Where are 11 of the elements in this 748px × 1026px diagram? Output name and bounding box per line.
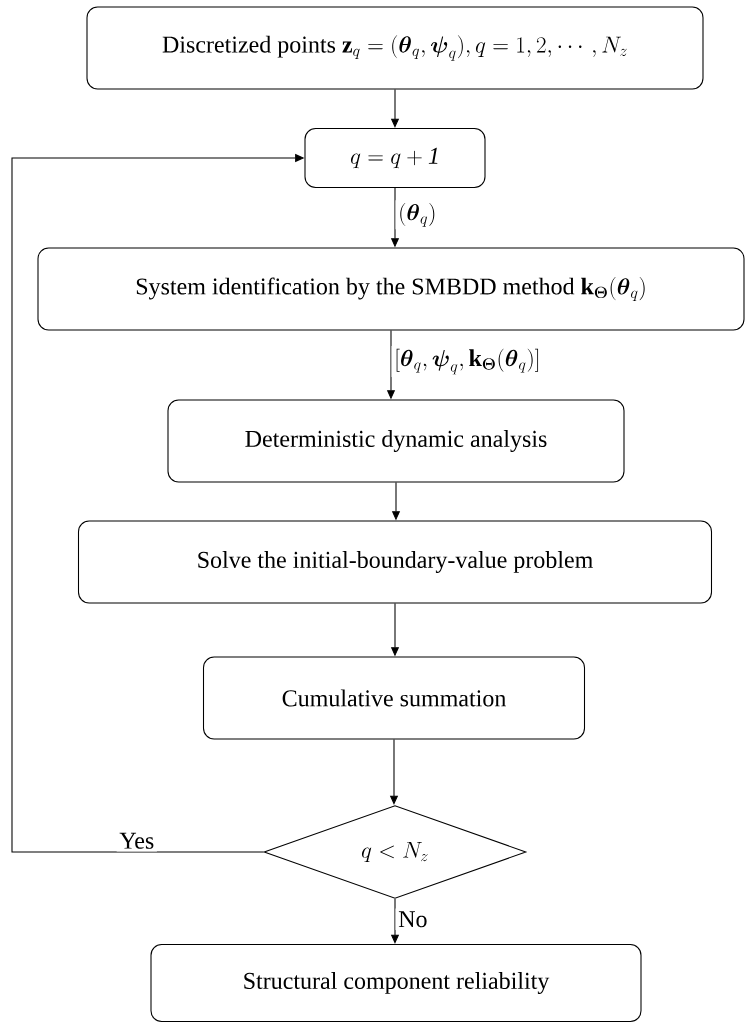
edge-label: Yes bbox=[119, 832, 154, 849]
edge-label: $[\boldsymbol{\theta}_q,\boldsymbol{\psi}_q,\mathbf{k}_{\boldsymbol{\Theta}}(\boldsymbol{\theta}_q)]$ bbox=[396, 348, 539, 375]
process-box: System identification by the SMBDD method $\mathbf{k}_{\boldsymbol{\Theta}}(\boldsymbol{\theta}_q)$ bbox=[37, 247, 745, 331]
edge-label: No bbox=[398, 911, 427, 928]
process-box: Cumulative summation bbox=[202, 656, 586, 740]
process-box: Discretized points $\mathbf{z}_q=(\boldsymbol{\theta}_q,\boldsymbol{\psi}_q), q=1,2,\cdots,N_z$ bbox=[86, 6, 704, 90]
process-box: Deterministic dynamic analysis bbox=[167, 399, 625, 483]
process-box: $q = q + \mathit{1}$ bbox=[304, 127, 486, 189]
edge-label: $(\boldsymbol{\theta}_q)$ bbox=[400, 202, 435, 227]
process-box: Structural component reliability bbox=[150, 943, 642, 1023]
process-box: Solve the initial-boundary-value problem bbox=[77, 520, 713, 604]
